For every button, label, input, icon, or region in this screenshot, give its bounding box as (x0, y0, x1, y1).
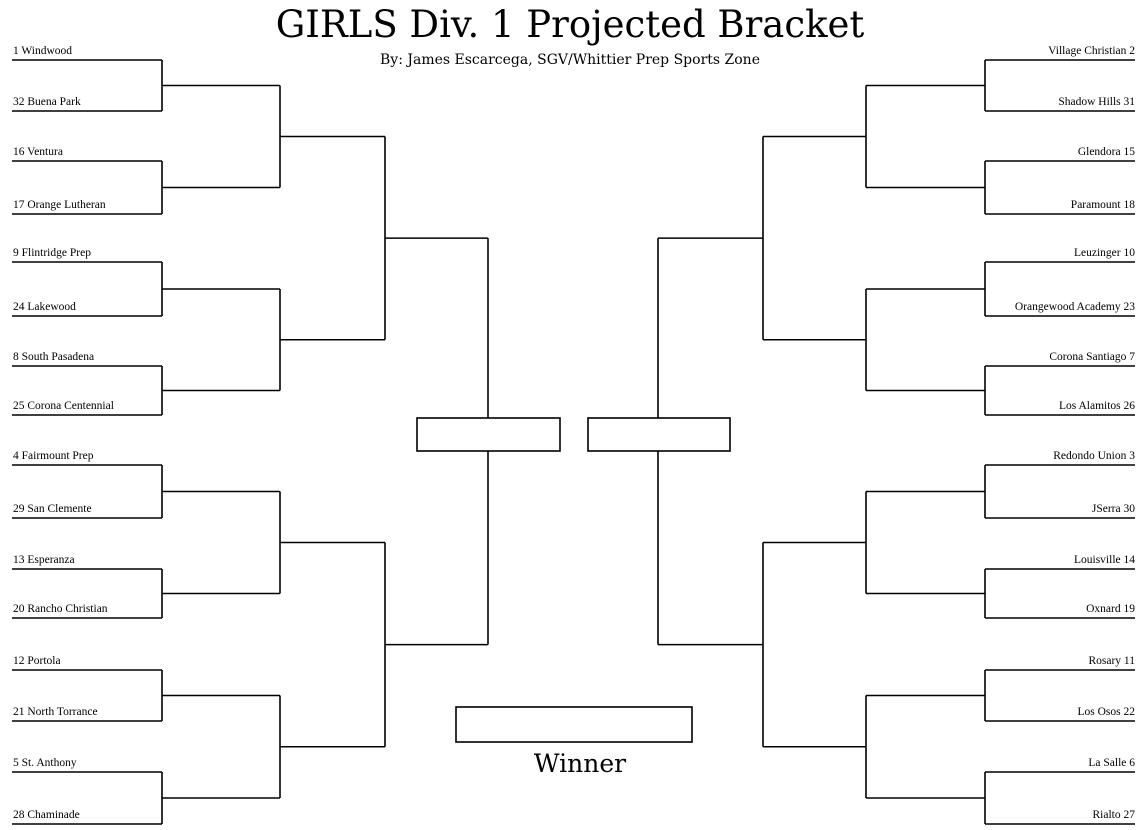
left-team-label: 24 Lakewood (13, 301, 76, 313)
winner-box (455, 706, 693, 743)
left-team-label: 12 Portola (13, 655, 61, 667)
left-team-label: 17 Orange Lutheran (13, 199, 106, 211)
right-bracket-lines (657, 59, 1135, 825)
left-team-label: 21 North Torrance (13, 706, 98, 718)
left-team-label: 25 Corona Centennial (13, 400, 114, 412)
left-team-label: 28 Chaminade (13, 809, 80, 821)
right-team-label: Village Christian 2 (1048, 45, 1135, 57)
right-team-labels: Village Christian 2 Shadow Hills 31 Glendo… (1015, 45, 1135, 821)
right-team-label: Louisville 14 (1074, 554, 1135, 566)
page-title: GIRLS Div. 1 Projected Bracket (276, 3, 865, 46)
left-team-label: 5 St. Anthony (13, 757, 77, 769)
left-team-label: 20 Rancho Christian (13, 603, 108, 615)
left-team-label: 32 Buena Park (13, 96, 81, 108)
right-team-label: Los Alamitos 26 (1059, 400, 1135, 412)
right-team-label: Redondo Union 3 (1053, 450, 1135, 462)
winner-label: Winner (534, 749, 626, 778)
right-team-label: Orangewood Academy 23 (1015, 301, 1135, 313)
left-team-label: 13 Esperanza (13, 554, 75, 566)
right-team-label: Rosary 11 (1088, 655, 1135, 667)
right-team-label: Rialto 27 (1093, 809, 1136, 821)
right-team-label: La Salle 6 (1088, 757, 1135, 769)
left-bracket-lines (12, 59, 489, 825)
right-team-label: JSerra 30 (1092, 503, 1135, 515)
right-team-label: Leuzinger 10 (1074, 247, 1135, 259)
page-subtitle: By: James Escarcega, SGV/Whittier Prep S… (380, 52, 760, 68)
left-team-labels: 1 Windwood 32 Buena Park 16 Ventura 17 Oran… (13, 45, 114, 821)
right-team-label: Los Osos 22 (1077, 706, 1135, 718)
left-team-label: 1 Windwood (13, 45, 72, 57)
right-team-label: Glendora 15 (1078, 146, 1135, 158)
right-team-label: Shadow Hills 31 (1058, 96, 1135, 108)
right-team-label: Corona Santiago 7 (1049, 351, 1135, 363)
left-team-label: 9 Flintridge Prep (13, 247, 91, 259)
right-team-label: Oxnard 19 (1086, 603, 1135, 615)
right-team-label: Paramount 18 (1071, 199, 1135, 211)
left-team-label: 29 San Clemente (13, 503, 92, 515)
left-team-label: 16 Ventura (13, 146, 63, 158)
left-team-label: 4 Fairmount Prep (13, 450, 94, 462)
left-team-label: 8 South Pasadena (13, 351, 94, 363)
right-finalist-box (587, 417, 731, 452)
left-finalist-box (416, 417, 561, 452)
